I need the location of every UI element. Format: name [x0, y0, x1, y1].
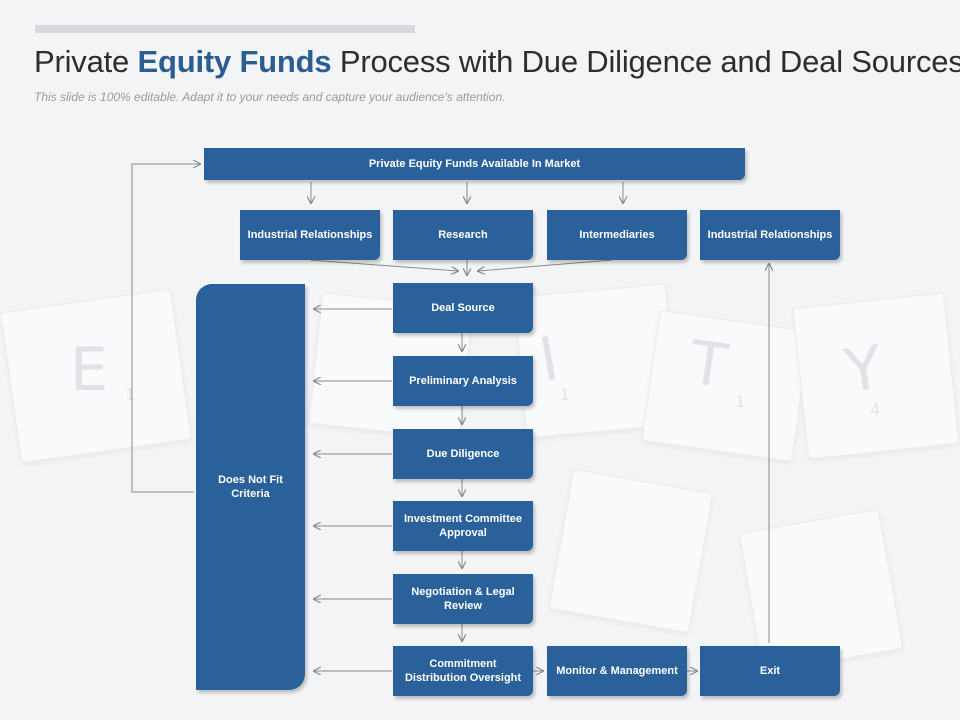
title-part-1: Private [34, 44, 138, 79]
box-step-commitment: Commitment Distribution Oversight [393, 646, 533, 696]
connector-arrow [309, 259, 458, 271]
box-step-due-diligence: Due Diligence [393, 429, 533, 479]
title-part-2: Process with Due Diligence and Deal Sour… [331, 44, 960, 79]
box-step-deal-source: Deal Source [393, 283, 533, 333]
box-source-industrial: Industrial Relationships [240, 210, 380, 260]
box-step-investment-approval: Investment Committee Approval [393, 501, 533, 551]
box-does-not-fit-criteria: Does Not Fit Criteria [196, 284, 305, 690]
connector-arrow [478, 259, 613, 271]
bg-letter: 1 [560, 385, 571, 404]
bg-letter: 1 [735, 392, 746, 411]
box-source-research: Research [393, 210, 533, 260]
bg-tile [548, 468, 714, 634]
slide-title: Private Equity Funds Process with Due Di… [34, 44, 960, 80]
box-monitor-management: Monitor & Management [547, 646, 687, 696]
bg-letter: 4 [870, 400, 881, 419]
bg-letter: E [70, 335, 108, 405]
box-top-market: Private Equity Funds Available In Market [204, 148, 745, 180]
box-step-preliminary-analysis: Preliminary Analysis [393, 356, 533, 406]
title-accent-bar [35, 25, 415, 33]
box-exit: Exit [700, 646, 840, 696]
box-source-intermediaries: Intermediaries [547, 210, 687, 260]
box-right-industrial: Industrial Relationships [700, 210, 840, 260]
slide-subtitle: This slide is 100% editable. Adapt it to… [34, 90, 506, 104]
title-highlight: Equity Funds [137, 44, 332, 79]
bg-letter: 1 [125, 385, 136, 404]
box-step-negotiation: Negotiation & Legal Review [393, 574, 533, 624]
